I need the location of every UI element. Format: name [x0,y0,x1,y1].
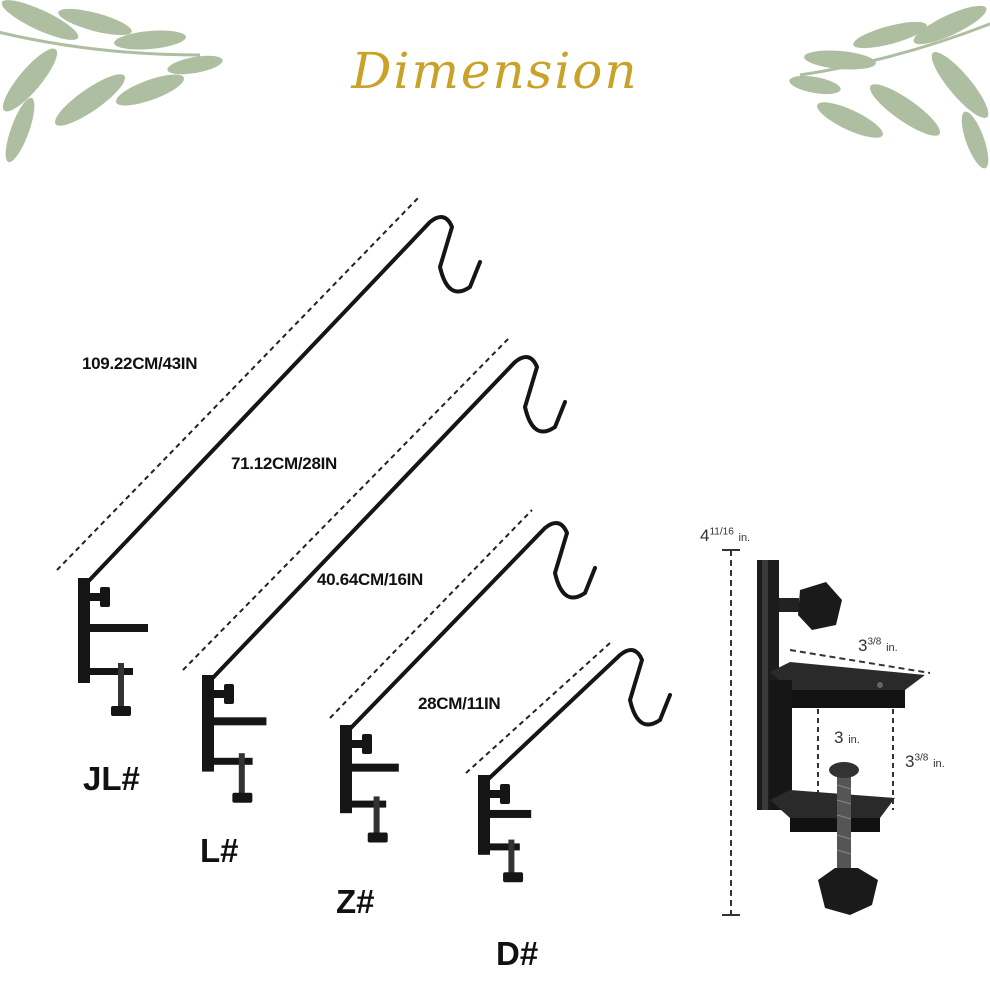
top-width-label: 33/8 in. [858,636,898,656]
total-height-label: 411/16 in. [700,526,750,546]
dimension-whole: 3 [834,728,844,747]
bracket-top-jaw [478,809,532,818]
hook-arm [204,355,567,687]
hook-arm [80,215,482,590]
dimension-whole: 3 [905,752,915,771]
leaf-branch-right-icon [789,5,990,169]
clamp-knob [232,792,253,803]
hook-arm [342,521,597,737]
bracket-knob [362,734,372,754]
bracket-bottom-jaw [202,757,253,765]
bracket-screw [352,740,364,748]
model-code: Z# [336,883,375,920]
hook-length-label: 28CM/11IN [418,694,501,713]
hook-arm [480,648,672,787]
clamp-knob [111,706,131,716]
dimension-unit: in. [933,758,945,770]
model-code: D# [496,935,539,972]
bracket-screw [214,690,226,698]
page-title: Dimension [351,42,639,100]
clamp-screw [373,796,380,837]
dimension-line [722,549,931,916]
bracket-top-jaw [340,763,399,772]
bracket-screw [490,790,502,798]
model-code: L# [200,832,239,869]
bracket-bottom-jaw [78,668,133,675]
hook-length-dimension-line [56,195,421,571]
hook-length-dimension-line [329,509,533,719]
clamp-screw [508,839,515,877]
inner-gap-label: 3 in. [834,728,860,748]
hook-length-label: 40.64CM/16IN [317,570,424,589]
clamp-screw [238,753,245,798]
dimension-unit: in. [848,734,860,746]
dimension-unit: in. [886,642,898,654]
bracket-knob [224,684,234,704]
model-code: JL# [83,760,140,797]
bracket-knob [100,587,110,607]
clamp-screw [118,663,124,711]
dimension-fraction: 3/8 [914,752,929,764]
dimension-unit: in. [738,532,751,544]
c-clamp-icon [757,560,925,915]
leaf-branch-left-icon [0,0,223,163]
hook-length-dimension-line [182,336,511,671]
bracket-screw [90,593,102,601]
bracket-top-jaw [202,717,267,726]
bracket-bottom-jaw [340,800,387,808]
bracket-top-jaw [78,624,148,632]
clamp-knob [367,832,388,843]
hook-length-label: 71.12CM/28IN [231,454,338,473]
dimension-whole: 3 [858,636,868,655]
dimension-fraction: 3/8 [867,636,882,648]
dimension-whole: 4 [700,526,710,545]
clamp-knob [503,872,524,883]
bracket-knob [500,784,510,804]
outer-height-label: 33/8 in. [905,752,945,772]
hook-length-label: 109.22CM/43IN [82,354,198,373]
bracket-bottom-jaw [478,843,520,851]
dimension-fraction: 11/16 [709,526,734,538]
